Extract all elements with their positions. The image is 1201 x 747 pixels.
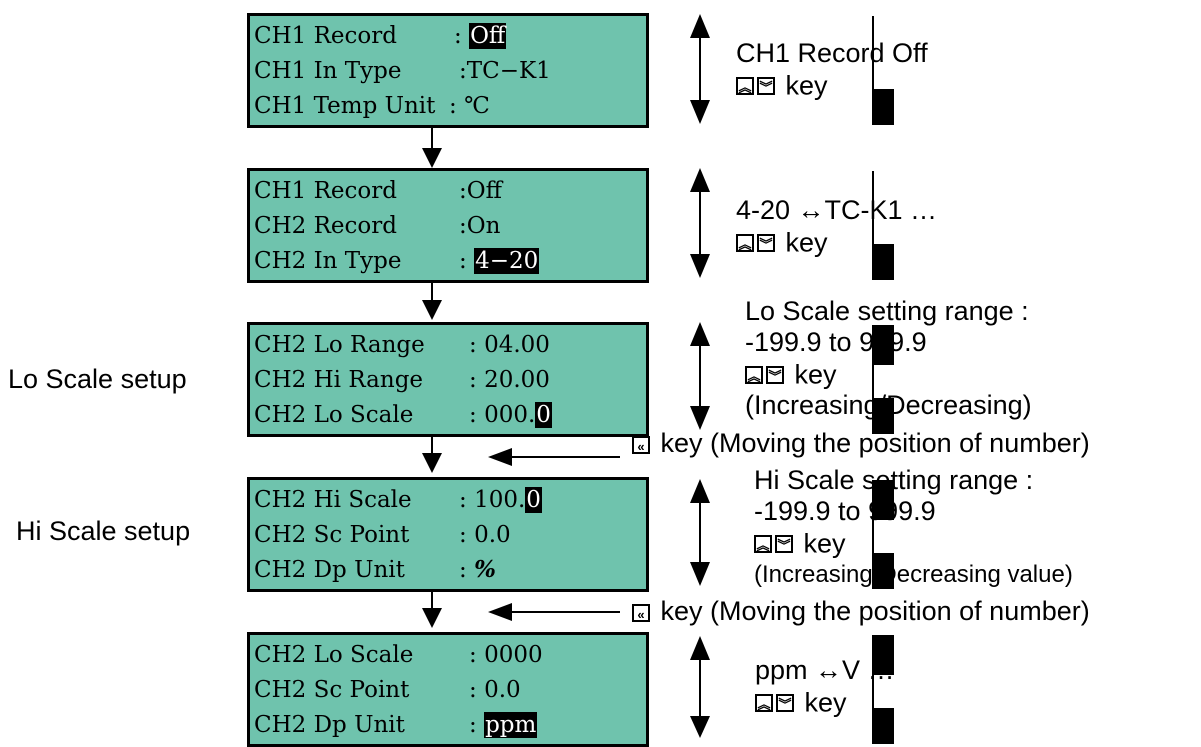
- cursor-digit: 0: [535, 402, 552, 428]
- lcd-screen-3: CH2 Lo Range: 04.00 CH2 Hi Range: 20.00 …: [247, 322, 894, 437]
- row-label: CH1 Record: [254, 23, 397, 49]
- row-label: CH2 Dp Unit: [254, 712, 405, 738]
- note-text: -199.9 to 999.9: [754, 496, 936, 526]
- row-label: CH2 Dp Unit: [254, 557, 405, 583]
- scroll-thumb: [874, 480, 894, 520]
- double-up-key-icon: ︽: [736, 233, 754, 252]
- scroll-thumb: [874, 325, 894, 365]
- note-text: CH1 Record Off: [736, 38, 928, 68]
- row-value: ppm: [484, 712, 538, 738]
- scroll-thumb: [874, 89, 894, 125]
- scrollbar: [872, 325, 894, 434]
- row-label: CH2 Lo Scale: [254, 402, 414, 428]
- row-label: CH2 Record: [254, 213, 397, 239]
- row-value: 0.0: [474, 522, 511, 548]
- double-down-key-icon: ︾: [775, 534, 793, 553]
- double-down-key-icon: ︾: [757, 76, 775, 95]
- row-value: %: [474, 556, 496, 583]
- note-dp-unit: ppm ↔V … ︽︾ key: [755, 655, 895, 718]
- double-up-key-icon: ︽: [755, 693, 773, 712]
- lcd-screen-2: CH1 Record:Off CH2 Record:On CH2 In Type…: [247, 168, 894, 283]
- row-value: 20.00: [484, 367, 550, 393]
- row-label: CH2 Sc Point: [254, 677, 410, 703]
- double-up-key-icon: ︽: [754, 534, 772, 553]
- note-text: (Increasing/Decreasing value): [754, 561, 1073, 589]
- row-label: CH2 Lo Scale: [254, 642, 414, 668]
- row-label: CH2 Lo Range: [254, 332, 425, 358]
- scroll-thumb: [874, 635, 894, 675]
- note-hi-scale: Hi Scale setting range : -199.9 to 999.9…: [754, 465, 1073, 590]
- scrollbar: [872, 171, 894, 280]
- lo-scale-setup-label: Lo Scale setup: [8, 364, 187, 394]
- scroll-thumb: [874, 398, 894, 434]
- note-move-position-1: « key (Moving the position of number): [632, 428, 1090, 459]
- lcd-screen-1: CH1 Record: Off CH1 In Type:TC−K1 CH1 Te…: [247, 13, 894, 128]
- scroll-thumb: [874, 553, 894, 589]
- double-down-key-icon: ︾: [776, 693, 794, 712]
- row-label: CH2 Hi Range: [254, 367, 424, 393]
- double-up-key-icon: ︽: [736, 76, 754, 95]
- scrollbar: [872, 16, 894, 125]
- double-left-key-icon: «: [632, 435, 650, 454]
- move-key-text: key (Moving the position of number): [660, 428, 1090, 458]
- row-value: 0.0: [484, 677, 521, 703]
- double-down-key-icon: ︾: [766, 365, 784, 384]
- row-value: Off: [466, 178, 502, 204]
- double-left-key-icon: «: [632, 603, 650, 622]
- note-text: 4-20 ↔TC-K1 …: [736, 195, 938, 225]
- row-label: CH2 In Type: [254, 248, 402, 274]
- row-label: CH2 Hi Scale: [254, 487, 412, 513]
- scrollbar: [872, 480, 894, 589]
- note-lo-scale: Lo Scale setting range : -199.9 to 999.9…: [745, 296, 1032, 421]
- key-label: key: [785, 70, 828, 101]
- row-value: On: [466, 213, 501, 239]
- note-ch1-record: CH1 Record Off ︽︾ key: [736, 38, 928, 101]
- note-text: -199.9 to 999.9: [745, 327, 927, 357]
- row-label: CH1 Record: [254, 178, 397, 204]
- move-key-text: key (Moving the position of number): [660, 596, 1090, 626]
- row-value: 000.: [484, 402, 536, 428]
- row-label: CH1 Temp Unit: [254, 93, 436, 119]
- scroll-thumb: [874, 244, 894, 280]
- key-label: key: [803, 528, 846, 559]
- scrollbar: [872, 635, 894, 744]
- row-label: CH2 Sc Point: [254, 522, 410, 548]
- double-up-key-icon: ︽: [745, 365, 763, 384]
- double-down-key-icon: ︾: [757, 233, 775, 252]
- row-value: 4−20: [474, 248, 540, 274]
- row-label: CH1 In Type: [254, 58, 402, 84]
- row-value: 100.: [474, 487, 526, 513]
- key-label: key: [804, 687, 847, 718]
- cursor-digit: 0: [525, 487, 542, 513]
- note-in-type: 4-20 ↔TC-K1 … ︽︾ key: [736, 195, 937, 258]
- note-text: Hi Scale setting range :: [754, 465, 1034, 495]
- row-value: TC−K1: [466, 58, 551, 84]
- note-move-position-2: « key (Moving the position of number): [632, 596, 1090, 627]
- row-value: ℃: [464, 93, 490, 119]
- row-value: 04.00: [484, 332, 550, 358]
- note-text: Lo Scale setting range :: [745, 296, 1029, 326]
- note-text: (Increasing/Decreasing): [745, 390, 1032, 421]
- note-text: ppm ↔V …: [755, 655, 895, 685]
- hi-scale-setup-label: Hi Scale setup: [16, 516, 191, 546]
- key-label: key: [785, 227, 828, 258]
- row-value: 0000: [484, 642, 543, 668]
- lcd-screen-4: CH2 Hi Scale: 100.0 CH2 Sc Point: 0.0 CH…: [247, 477, 894, 592]
- row-value: Off: [469, 23, 507, 49]
- scroll-thumb: [874, 708, 894, 744]
- key-label: key: [794, 359, 837, 390]
- lcd-screen-5: CH2 Lo Scale: 0000 CH2 Sc Point: 0.0 CH2…: [247, 632, 894, 747]
